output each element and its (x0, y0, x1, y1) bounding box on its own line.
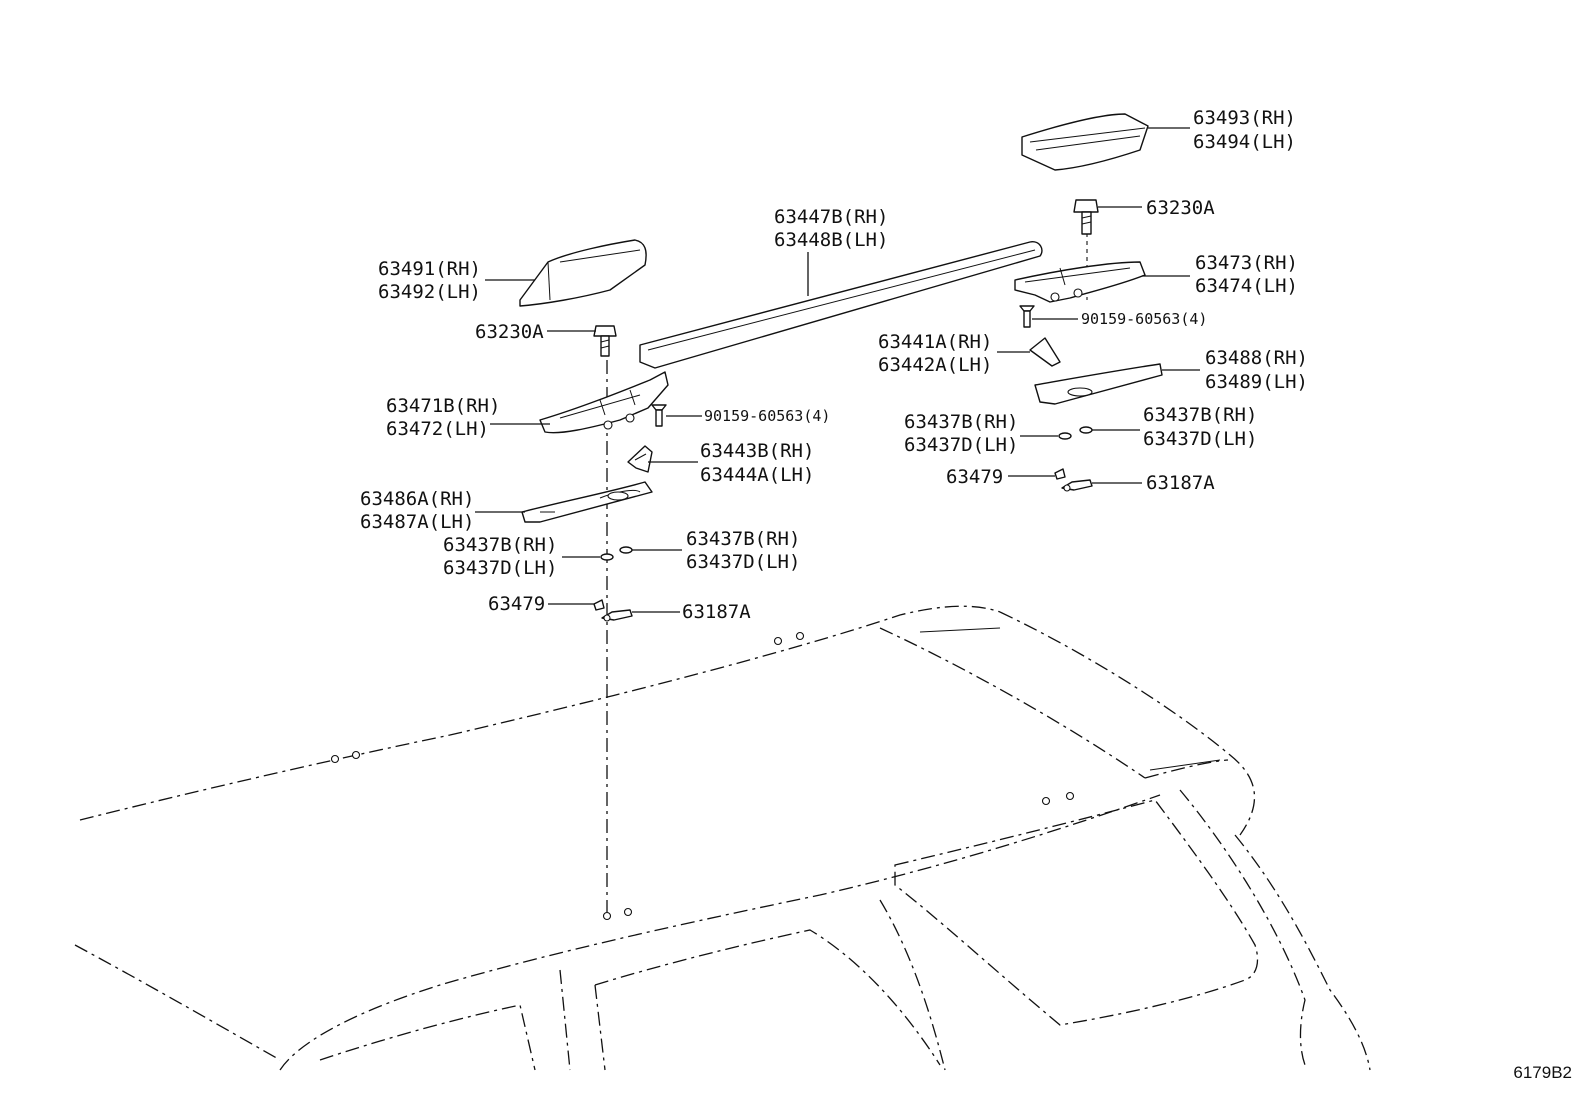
rear-bracket (1029, 337, 1061, 367)
figure-code: 6179B2 (1513, 1063, 1572, 1082)
bolt-front (593, 325, 617, 357)
label-screw-rear: 90159-60563(4) (1081, 310, 1207, 328)
roof-rail (639, 241, 1043, 369)
label-clip-front-right-lh: 63437D(LH) (686, 551, 800, 573)
label-end-cover-rear-rh: 63493(RH) (1193, 107, 1296, 129)
label-leg-rear-rh: 63473(RH) (1195, 252, 1298, 274)
nuts-and-studs (593, 468, 1093, 622)
vehicle-roof-outline (74, 605, 1371, 1071)
front-pad (521, 481, 653, 523)
part-labels: 63491(RH) 63492(LH) 63230A 63447B(RH) 63… (360, 107, 1308, 623)
label-stud-front: 63187A (682, 601, 751, 623)
screw-front (651, 404, 667, 427)
leader-lines (475, 127, 1200, 613)
label-leg-rear-lh: 63474(LH) (1195, 275, 1298, 297)
screw-rear (1019, 305, 1035, 328)
label-stud-rear: 63187A (1146, 472, 1215, 494)
label-nut-front: 63479 (488, 593, 545, 615)
label-bracket-front-lh: 63444A(LH) (700, 464, 814, 486)
label-screw-front: 90159-60563(4) (704, 407, 830, 425)
label-bolt-front: 63230A (475, 321, 544, 343)
label-nut-rear: 63479 (946, 466, 1003, 488)
label-bracket-rear-rh: 63441A(RH) (878, 331, 992, 353)
label-rail-lh: 63448B(LH) (774, 229, 888, 251)
roof-mount-holes (330, 631, 1075, 921)
label-end-cover-front-rh: 63491(RH) (378, 258, 481, 280)
label-clip-front-left-lh: 63437D(LH) (443, 557, 557, 579)
rear-end-cover (1021, 113, 1149, 171)
label-bolt-rear: 63230A (1146, 197, 1215, 219)
label-rail-rh: 63447B(RH) (774, 206, 888, 228)
label-end-cover-rear-lh: 63494(LH) (1193, 131, 1296, 153)
label-bracket-front-rh: 63443B(RH) (700, 440, 814, 462)
label-end-cover-front-lh: 63492(LH) (378, 281, 481, 303)
bolt-rear (1073, 199, 1099, 235)
label-clip-front-right-rh: 63437B(RH) (686, 528, 800, 550)
label-pad-front-rh: 63486A(RH) (360, 488, 474, 510)
label-pad-front-lh: 63487A(LH) (360, 511, 474, 533)
label-clip-rear-right-lh: 63437D(LH) (1143, 428, 1257, 450)
label-leg-front-lh: 63472(LH) (386, 418, 489, 440)
label-clip-rear-left-rh: 63437B(RH) (904, 411, 1018, 433)
rear-pad (1034, 363, 1163, 405)
front-bracket (627, 445, 653, 473)
label-leg-front-rh: 63471B(RH) (386, 395, 500, 417)
front-leg (539, 371, 669, 434)
label-clip-rear-left-lh: 63437D(LH) (904, 434, 1018, 456)
label-pad-rear-rh: 63488(RH) (1205, 347, 1308, 369)
label-clip-rear-right-rh: 63437B(RH) (1143, 404, 1257, 426)
label-clip-front-left-rh: 63437B(RH) (443, 534, 557, 556)
label-bracket-rear-lh: 63442A(LH) (878, 354, 992, 376)
label-pad-rear-lh: 63489(LH) (1205, 371, 1308, 393)
rear-leg (1014, 261, 1146, 303)
front-end-cover (519, 239, 647, 307)
